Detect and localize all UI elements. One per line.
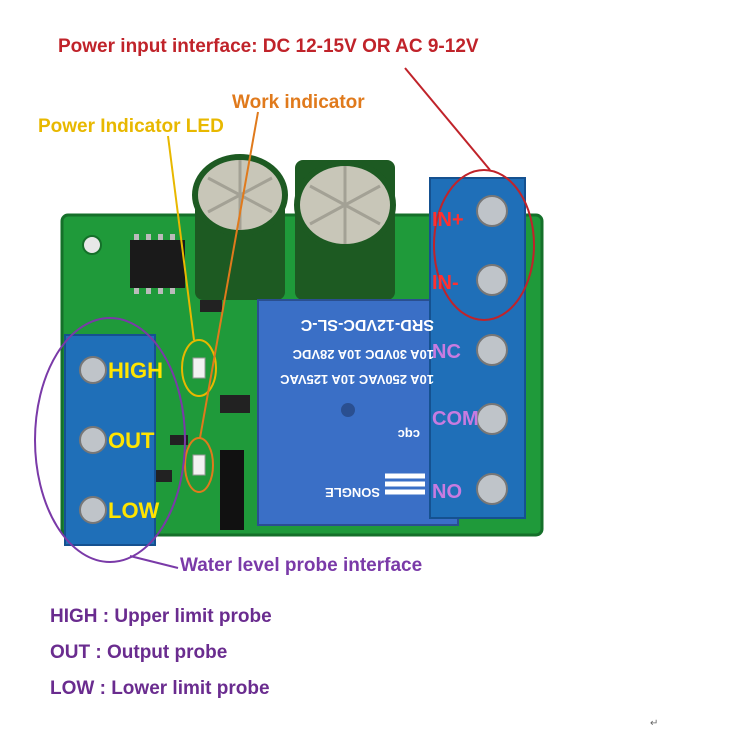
power-input-callout: Power input interface: DC 12-15V OR AC 9… [58, 36, 479, 57]
probe-interface-circle [34, 317, 186, 563]
power-input-circle [433, 169, 535, 321]
terminal-label-in-minus: IN- [432, 272, 459, 294]
relay [257, 299, 459, 526]
relay-brand: SONGLE [325, 485, 380, 500]
ic-chip [130, 240, 185, 288]
work-led [192, 454, 206, 476]
work-led-circle [184, 437, 214, 493]
terminal-label-low: LOW [108, 498, 160, 523]
corner-mark: ↵ [650, 718, 659, 729]
relay-cert: cqc [398, 427, 420, 442]
terminal-label-in-plus: IN+ [432, 209, 464, 231]
power-led-leader [167, 135, 195, 341]
relay-model: SRD-12VDC-SL-C [300, 316, 434, 333]
terminal-label-high: HIGH [108, 358, 163, 383]
relay-rating-1: 10A 250VAC 10A 125VAC [279, 372, 434, 387]
probe-interface-callout: Water level probe interface [180, 555, 423, 576]
power-led [192, 357, 206, 379]
relay-rating-2: 10A 30VDC 10A 28VDC [292, 347, 434, 362]
terminal-label-no: NO [432, 481, 462, 503]
work-indicator-callout: Work indicator [232, 92, 365, 113]
power-led-circle [181, 339, 217, 397]
capacitor-1 [192, 154, 288, 300]
legend-high: HIGH : Upper limit probe [50, 606, 272, 627]
power-input-leader [404, 67, 491, 171]
work-indicator-leader [199, 111, 259, 439]
transistor [220, 450, 244, 530]
legend-out: OUT : Output probe [50, 642, 228, 663]
terminal-label-nc: NC [432, 341, 461, 363]
legend-low: LOW : Lower limit probe [50, 678, 270, 699]
probe-interface-leader [129, 555, 179, 569]
terminal-label-com: COM [432, 408, 479, 430]
capacitor-2 [294, 160, 396, 300]
power-led-callout: Power Indicator LED [38, 116, 224, 137]
terminal-label-out: OUT [108, 428, 155, 453]
mounting-hole [82, 235, 102, 255]
